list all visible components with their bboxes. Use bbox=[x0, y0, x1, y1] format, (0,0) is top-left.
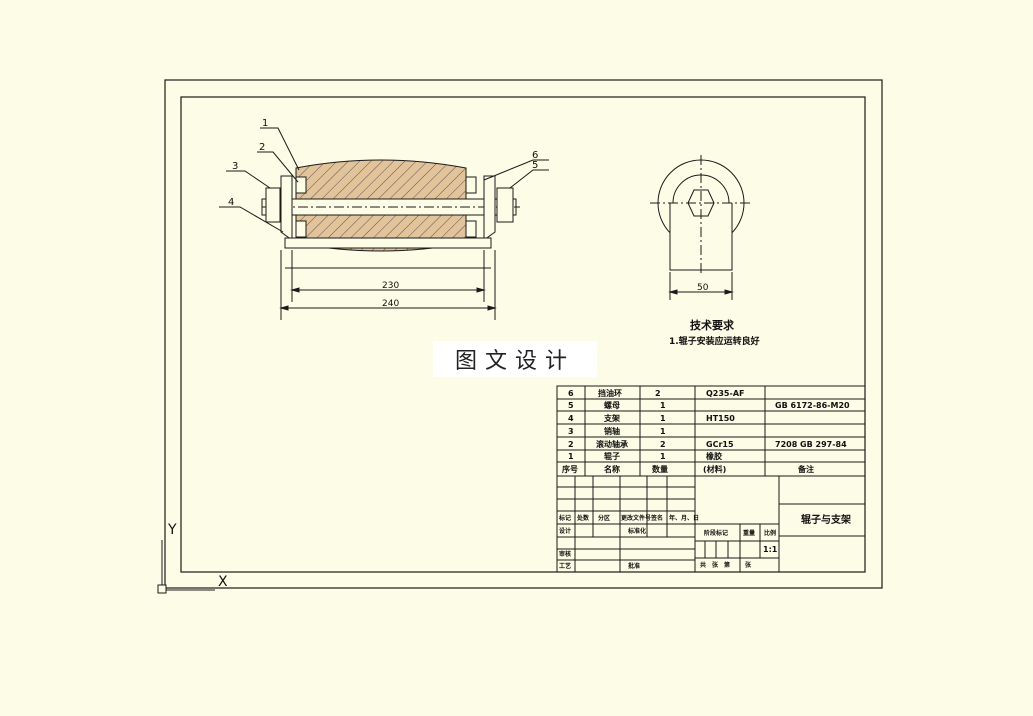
nut-right bbox=[496, 187, 514, 223]
ucs-y-label: Y bbox=[167, 522, 177, 538]
svg-text:橡胶: 橡胶 bbox=[706, 451, 722, 461]
shaft-head-left bbox=[265, 187, 281, 223]
tech-req-item1: 1.辊子安装应运转良好 bbox=[669, 335, 760, 347]
svg-text:标准化: 标准化 bbox=[627, 527, 646, 535]
svg-text:分区: 分区 bbox=[598, 514, 610, 522]
scale-value: 1:1 bbox=[763, 545, 778, 554]
ucs-x-label: X bbox=[218, 574, 228, 590]
svg-text:1: 1 bbox=[568, 452, 574, 461]
svg-text:1: 1 bbox=[660, 452, 666, 461]
watermark: 图文设计 bbox=[433, 341, 597, 377]
svg-text:销轴: 销轴 bbox=[604, 426, 620, 436]
dim-side-width: 50 bbox=[697, 283, 709, 293]
svg-text:螺母: 螺母 bbox=[604, 400, 620, 410]
svg-text:1: 1 bbox=[660, 427, 666, 436]
svg-text:3: 3 bbox=[568, 427, 574, 436]
bearing-right-lower bbox=[465, 220, 477, 238]
svg-text:HT150: HT150 bbox=[706, 414, 735, 423]
svg-text:7208 GB 297-84: 7208 GB 297-84 bbox=[775, 440, 847, 449]
svg-text:共: 共 bbox=[700, 561, 706, 569]
svg-text:挡油环: 挡油环 bbox=[598, 388, 622, 398]
svg-text:比例: 比例 bbox=[764, 529, 776, 537]
svg-text:年、月、日: 年、月、日 bbox=[669, 514, 699, 522]
svg-text:5: 5 bbox=[568, 401, 574, 410]
outer-border bbox=[164, 79, 883, 589]
bracket-left bbox=[280, 175, 293, 241]
svg-text:张: 张 bbox=[745, 561, 752, 569]
dim-overall-length: 240 bbox=[382, 299, 399, 309]
inner-border bbox=[180, 96, 866, 573]
svg-text:更改文件号: 更改文件号 bbox=[621, 514, 651, 522]
tech-req-title: 技术要求 bbox=[690, 318, 735, 332]
part-label-2: 2 bbox=[259, 142, 265, 153]
svg-text:名称: 名称 bbox=[604, 464, 620, 474]
part-label-4: 4 bbox=[228, 197, 234, 208]
svg-text:批准: 批准 bbox=[628, 562, 640, 570]
svg-text:审核: 审核 bbox=[559, 550, 571, 558]
svg-text:支架: 支架 bbox=[603, 413, 620, 423]
svg-text:设计: 设计 bbox=[559, 527, 571, 535]
svg-text:2: 2 bbox=[655, 389, 661, 398]
dim-inner-length: 230 bbox=[382, 281, 399, 291]
svg-text:辊子: 辊子 bbox=[604, 451, 620, 461]
bearing-left-lower bbox=[295, 220, 307, 238]
ucs-icon bbox=[157, 540, 215, 594]
svg-text:2: 2 bbox=[568, 440, 574, 449]
part-label-5: 5 bbox=[532, 160, 538, 171]
part-label-1: 1 bbox=[262, 118, 268, 129]
svg-text:2: 2 bbox=[660, 440, 666, 449]
svg-text:标记: 标记 bbox=[558, 514, 571, 522]
svg-text:序号: 序号 bbox=[562, 464, 578, 474]
part-label-6: 6 bbox=[532, 150, 538, 161]
front-view bbox=[219, 127, 549, 320]
bearing-right bbox=[465, 176, 477, 194]
svg-text:工艺: 工艺 bbox=[559, 562, 571, 570]
title-block-text: 标记 处数 分区 更改文件号 签名 年、月、日 设计 标准化 审核 工艺 批准 … bbox=[558, 514, 776, 570]
svg-text:数量: 数量 bbox=[652, 464, 668, 474]
drawing-title: 辊子与支架 bbox=[801, 513, 851, 526]
svg-text:张: 张 bbox=[712, 561, 719, 569]
svg-text:重量: 重量 bbox=[743, 529, 755, 537]
svg-text:GCr15: GCr15 bbox=[706, 440, 734, 449]
svg-text:1: 1 bbox=[660, 414, 666, 423]
bracket-base bbox=[284, 237, 492, 249]
part-labels: 1 2 3 4 6 5 bbox=[228, 118, 538, 208]
bom-rows: 6 挡油环 2 Q235-AF 5 螺母 1 GB 6172-86-M20 4 … bbox=[562, 388, 850, 474]
svg-text:备注: 备注 bbox=[797, 464, 814, 474]
bracket-right bbox=[483, 175, 496, 241]
svg-text:签名: 签名 bbox=[650, 514, 663, 522]
svg-text:Q235-AF: Q235-AF bbox=[706, 389, 744, 398]
svg-text:第: 第 bbox=[723, 561, 730, 569]
part-label-3: 3 bbox=[232, 161, 238, 172]
svg-text:阶段标记: 阶段标记 bbox=[704, 529, 728, 537]
svg-text:6: 6 bbox=[568, 389, 574, 398]
watermark-text: 图文设计 bbox=[454, 349, 575, 374]
svg-text:(材料): (材料) bbox=[703, 464, 726, 474]
svg-text:1: 1 bbox=[660, 401, 666, 410]
title-block bbox=[556, 475, 866, 573]
bearing-left bbox=[295, 176, 307, 194]
svg-text:GB 6172-86-M20: GB 6172-86-M20 bbox=[775, 401, 850, 410]
svg-text:4: 4 bbox=[568, 414, 574, 423]
svg-text:处数: 处数 bbox=[576, 514, 590, 522]
svg-text:滚动轴承: 滚动轴承 bbox=[596, 439, 628, 449]
side-view bbox=[650, 155, 752, 300]
